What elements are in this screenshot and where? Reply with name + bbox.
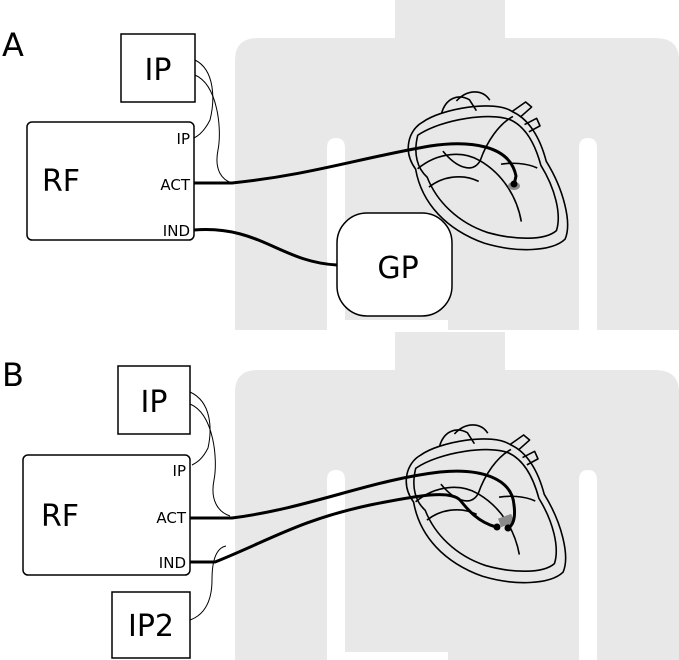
- torso-silhouette-b: [235, 332, 679, 660]
- catheter-cable-a: [192, 142, 518, 187]
- ip-box-b: [117, 365, 191, 435]
- catheter-tip-b2: [493, 523, 501, 531]
- rf-port-ind-a: IND: [163, 222, 190, 240]
- catheter-cable-b1: [188, 469, 516, 530]
- panel-a-label: A: [2, 26, 24, 64]
- ground-pad-a: [336, 212, 453, 317]
- torso-silhouette-a: [235, 0, 679, 330]
- catheter-tip-a: [510, 180, 518, 188]
- rf-label-b: RF: [41, 499, 79, 534]
- rf-port-act-a: ACT: [160, 176, 190, 194]
- ip-box-a: [120, 33, 196, 103]
- rf-port-ip-a: IP: [177, 130, 190, 148]
- ip-box-label-a: IP: [145, 53, 172, 88]
- rf-generator-b: [22, 454, 191, 576]
- catheter-tip-b1: [504, 524, 512, 532]
- ip2-box-label-b: IP2: [128, 609, 174, 644]
- ip-cable-a2: [194, 74, 233, 184]
- panel-a: A IP RF IP ACT IND GP: [2, 0, 679, 330]
- ip2-box-b: [111, 591, 191, 659]
- ip-cable-b2: [189, 403, 231, 517]
- ip-cable-a: [193, 59, 214, 139]
- rf-label-a: RF: [42, 164, 80, 199]
- ip2-cable-b: [179, 545, 227, 623]
- rf-generator-a: [26, 121, 195, 241]
- ip-cable-b: [189, 391, 211, 466]
- catheter-cable-b2: [188, 493, 498, 564]
- ip-box-label-b: IP: [141, 385, 168, 420]
- rf-port-ind-b: IND: [159, 554, 186, 572]
- gp-label-a: GP: [377, 251, 418, 286]
- rf-port-act-b: ACT: [156, 509, 186, 527]
- ablation-site-b: [498, 513, 515, 528]
- rf-port-ip-b: IP: [173, 462, 186, 480]
- ground-cable-a: [192, 228, 339, 267]
- panel-b: B IP RF IP ACT IND IP2: [2, 332, 679, 660]
- panel-b-label: B: [2, 356, 24, 394]
